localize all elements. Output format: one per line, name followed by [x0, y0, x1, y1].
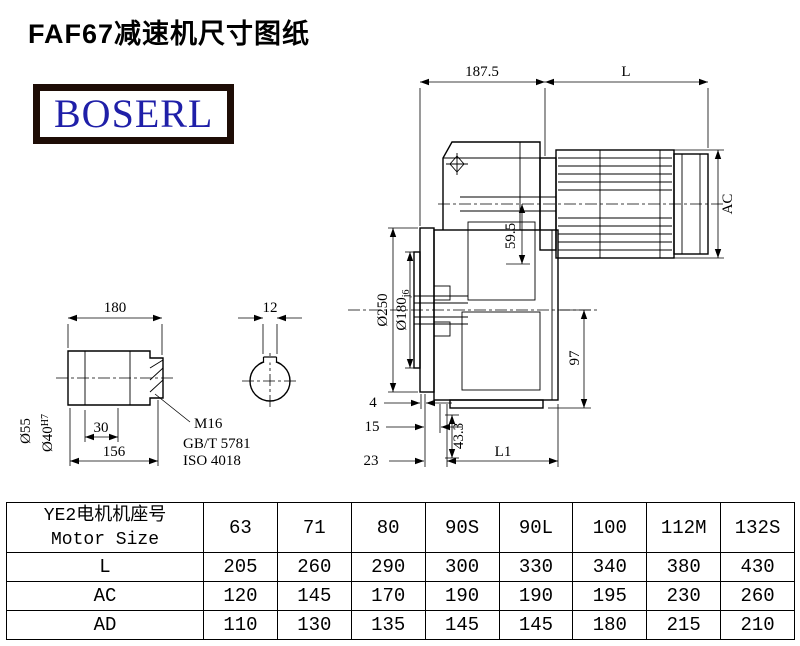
- dim-label-o40-main: Ø40: [40, 426, 56, 452]
- table-cell: 170: [350, 581, 426, 611]
- table-col-header: 112M: [646, 502, 722, 553]
- table-cell: 195: [572, 581, 648, 611]
- table-header-motor-size: YE2电机机座号 Motor Size: [6, 502, 204, 553]
- table-cell: 430: [720, 552, 795, 582]
- dim-label-43-3: 43.3: [451, 423, 467, 449]
- table-col-header: 63: [203, 502, 278, 553]
- table-col-header: 80: [350, 502, 426, 553]
- dimension-drawing: 187.5 L AC Ø250 Ø180j6 59.5 97 180 12 Ø5…: [18, 64, 736, 469]
- dimension-labels: 187.5 L AC Ø250 Ø180j6 59.5 97 180 12 Ø5…: [18, 64, 736, 469]
- table-cell: 380: [646, 552, 722, 582]
- thread-standard-gb: GB/T 5781: [183, 436, 251, 452]
- table-cell: 230: [646, 581, 722, 611]
- table-cell: 300: [424, 552, 500, 582]
- dim-label-AC: AC: [720, 194, 736, 215]
- table-row: L 205 260 290 300 330 340 380 430: [6, 552, 795, 582]
- brand-name: BOSERL: [54, 91, 214, 136]
- table-cell: 180: [572, 610, 648, 640]
- table-cell: 120: [203, 581, 278, 611]
- dim-label-spigot: Ø180j6: [394, 289, 412, 330]
- thread-standard-iso: ISO 4018: [183, 453, 241, 469]
- internal-lines: [84, 142, 701, 405]
- table-cell: 340: [572, 552, 648, 582]
- table-cell: 190: [424, 581, 500, 611]
- table-col-header: 90S: [424, 502, 500, 553]
- table-row-label: AD: [6, 610, 204, 640]
- dim-label-156: 156: [103, 444, 126, 460]
- table-cell: 205: [203, 552, 278, 582]
- dim-label-spigot-tol: j6: [401, 289, 412, 298]
- motor-size-table: YE2电机机座号 Motor Size 63 71 80 90S 90L 100…: [6, 502, 795, 640]
- dim-label-180: 180: [104, 300, 127, 316]
- dim-label-187-5: 187.5: [465, 64, 499, 80]
- table-col-header: 100: [572, 502, 648, 553]
- table-cell: 215: [646, 610, 722, 640]
- dim-label-59-5: 59.5: [503, 223, 519, 249]
- brand-logo: BOSERL: [33, 84, 235, 144]
- dim-label-4: 4: [369, 395, 377, 411]
- table-header-row: YE2电机机座号 Motor Size 63 71 80 90S 90L 100…: [6, 502, 795, 553]
- dim-label-flange-od: Ø250: [375, 293, 391, 326]
- table-cell: 190: [498, 581, 574, 611]
- table-cell: 290: [350, 552, 426, 582]
- table-row: AC 120 145 170 190 190 195 230 260: [6, 581, 795, 611]
- dim-label-L1: L1: [495, 444, 512, 460]
- keyway-detail: [262, 356, 278, 363]
- dim-label-97: 97: [567, 350, 583, 366]
- table-row-label: L: [6, 552, 204, 582]
- dim-label-o40: Ø40H7: [40, 414, 56, 452]
- table-cell: 260: [276, 552, 352, 582]
- table-cell: 110: [203, 610, 278, 640]
- table-cell: 145: [276, 581, 352, 611]
- dim-label-L: L: [621, 64, 630, 80]
- table-cell: 210: [720, 610, 795, 640]
- table-cell: 260: [720, 581, 795, 611]
- dim-label-23: 23: [364, 453, 379, 469]
- dim-label-15: 15: [365, 419, 380, 435]
- dim-label-30: 30: [94, 420, 109, 436]
- dimension-lines: [67, 78, 724, 467]
- dim-label-o55: Ø55: [18, 418, 34, 444]
- thread-label: M16: [194, 416, 223, 432]
- table-col-header: 132S: [720, 502, 795, 553]
- dim-label-12: 12: [263, 300, 278, 316]
- centerlines: [56, 203, 726, 409]
- dim-label-spigot-main: Ø180: [394, 297, 410, 330]
- table-header-en: Motor Size: [50, 529, 160, 550]
- table-cell: 135: [350, 610, 426, 640]
- table-col-header: 71: [276, 502, 352, 553]
- table-cell: 145: [498, 610, 574, 640]
- table-header-cn: YE2电机机座号: [43, 505, 167, 526]
- dim-label-o40-tol: H7: [40, 414, 51, 426]
- table-col-header: 90L: [498, 502, 574, 553]
- table-row-label: AC: [6, 581, 204, 611]
- table-cell: 130: [276, 610, 352, 640]
- table-cell: 145: [424, 610, 500, 640]
- table-cell: 330: [498, 552, 574, 582]
- table-row: AD 110 130 135 145 145 180 215 210: [6, 610, 795, 640]
- page-title: FAF67减速机尺寸图纸: [28, 19, 311, 49]
